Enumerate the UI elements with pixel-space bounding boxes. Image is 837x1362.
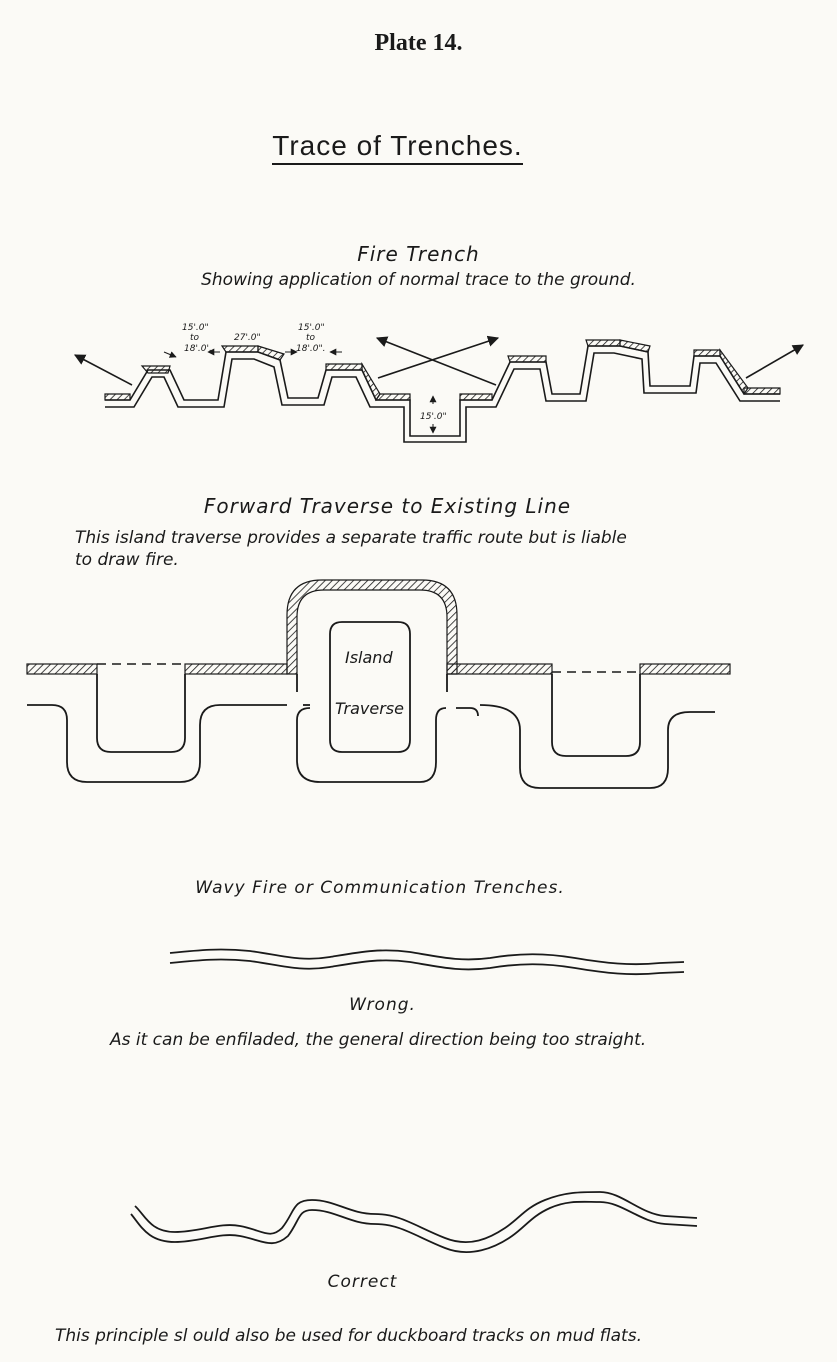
correct-trench-line-2: [130, 1200, 698, 1253]
plate-number: Plate 14.: [374, 30, 463, 56]
wavy-trenches-title: Wavy Fire or Communication Trenches.: [195, 878, 565, 898]
forward-traverse-title: Forward Traverse to Existing Line: [203, 494, 572, 518]
fire-arrow-right: [745, 344, 804, 379]
bay-right-inner: [551, 674, 641, 757]
wrong-trench-line-1: [169, 948, 685, 966]
forward-traverse-diagram: [26, 579, 731, 789]
page-title: Trace of Trenches.: [0, 130, 795, 165]
dim-label-3b: to: [306, 333, 316, 343]
dim-label-4: 15'.0": [420, 412, 447, 422]
correct-description: This principle sl ould also be used for …: [55, 1326, 642, 1346]
wrong-description: As it can be enfiladed, the general dire…: [110, 1030, 647, 1050]
fire-arrow-cross-2: [375, 336, 497, 386]
fire-trench-dimensions: 15'.0" to 18'.0'. 27'.0" 15'.0" to 18'.0…: [182, 323, 447, 422]
wrong-trench-line-2: [169, 958, 685, 976]
dim-arrow-1: [163, 351, 177, 358]
correct-trench-line-1: [134, 1191, 698, 1243]
forward-traverse-desc-line1: This island traverse provides a separate…: [75, 528, 627, 548]
dim-label-2: 27'.0": [234, 333, 261, 343]
forward-traverse-desc-line2: to draw fire.: [75, 550, 179, 570]
dim-label-1b: to: [190, 333, 200, 343]
fire-trench-front-line: [105, 345, 780, 437]
traverse-rear-line: [27, 704, 287, 783]
fire-trench-subtitle: Showing application of normal trace to t…: [201, 270, 636, 290]
wrong-label: Wrong.: [349, 995, 416, 1015]
dim-label-3a: 15'.0": [298, 323, 325, 333]
wavy-trench-correct: [130, 1191, 698, 1253]
dim-label-1a: 15'.0": [182, 323, 209, 333]
fire-trench-rear-line: [105, 352, 780, 443]
island-traverse-labels: Island Traverse: [335, 648, 404, 718]
wavy-trench-wrong: [169, 948, 685, 976]
fire-arrow-cross-1: [377, 335, 500, 379]
island-inner-box: [329, 621, 411, 753]
fire-trench-title: Fire Trench: [357, 242, 480, 266]
fire-trench-diagram: [74, 335, 804, 443]
island-label: Island: [345, 648, 393, 667]
traverse-label: Traverse: [335, 699, 404, 718]
fire-arrow-left: [74, 354, 133, 386]
traverse-parapet-hatching: [26, 579, 731, 675]
fire-trench-parapet-hatching: [104, 339, 781, 402]
dim-label-1c: 18'.0'.: [184, 344, 212, 354]
dim-label-3c: 18'.0".: [296, 344, 326, 354]
bay-left-inner: [96, 674, 186, 753]
correct-label: Correct: [327, 1272, 398, 1292]
